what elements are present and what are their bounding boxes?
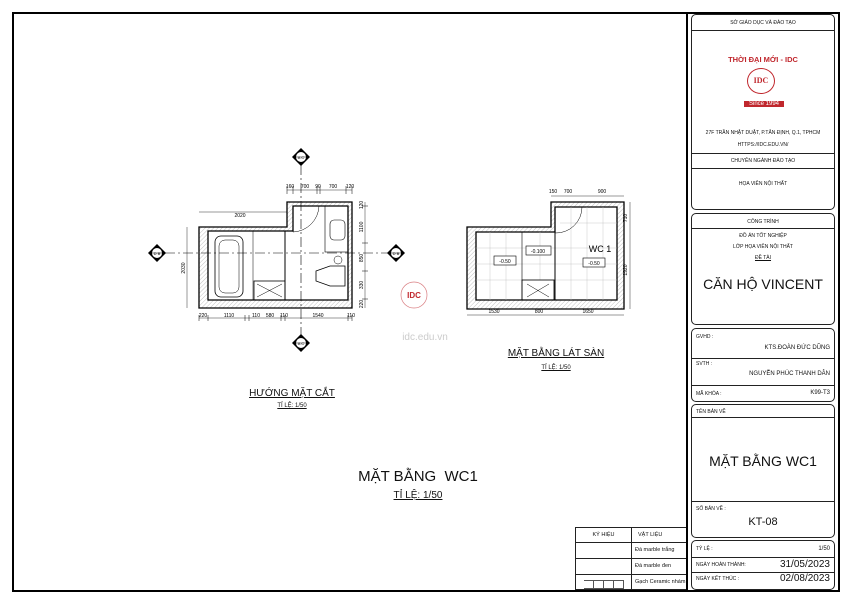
done-label: NGÀY HOÀN THÀNH: [696,562,746,568]
dim: 220 [199,313,208,319]
plan1-scale: TỈ LỆ: 1/50 [277,403,307,409]
done-date: 31/05/2023 [779,559,830,570]
watermark-text: idc.edu.vn [402,332,448,343]
major-label: CHUYÊN NGÀNH ĐÀO TẠO [730,158,796,164]
dim: 1920 [623,264,629,275]
gvhd: KTS.ĐOÀN ĐỨC DŨNG [764,345,830,351]
course-label: MÃ KHÓA : [696,391,722,397]
door-swing [292,205,320,233]
title-block [686,12,840,592]
course: K99-T3 [810,390,830,396]
svth: NGUYỄN PHÚC THANH DÂN [749,371,830,377]
svg-text:IDC: IDC [407,291,421,300]
axis-label: A C [298,341,305,346]
website: HTTPS://IDC.EDU.VN/ [737,142,789,148]
topic-label: ĐỀ TÀI [754,255,772,261]
dim: 700 [301,184,310,190]
drawing-name: MẶT BẰNG WC1 [709,453,817,469]
dim: 110 [252,313,260,319]
dim: 110 [280,313,288,319]
axis-label: D B [154,251,161,256]
plan-lat-san [466,195,631,316]
dates-box: TỶ LỆ : 1/50 NGÀY HOÀN THÀNH: 31/05/2023… [691,540,835,590]
project-box: CÔNG TRÌNH ĐỒ ÁN TỐT NGHIỆP LỚP HỌA VIÊN… [691,213,835,325]
plan2-scale: TỈ LỆ: 1/50 [541,365,571,371]
legend-row: Gạch Ceramic nhám [635,579,686,585]
drawing-no: KT-08 [748,516,778,528]
drawing-no-label: SỐ BẢN VẼ : [696,506,726,512]
sink [324,205,349,253]
toilet [315,265,346,287]
axis-label: A C [298,155,305,160]
dim: 330 [359,281,365,290]
drawing-frame [12,12,840,592]
main-scale: TỈ LỆ: 1/50 [393,490,443,501]
main-title: MẶT BẰNG WC1 [358,468,478,485]
floor-level: -0.50 [588,261,600,267]
dim: 2030 [181,262,187,273]
legend-row: Đá marble trắng [635,547,675,553]
axis-label: D B [393,251,400,256]
idc-logo: IDC [747,68,775,94]
dim: 120 [359,201,365,210]
dim: 90 [315,184,321,190]
dim: 850 [359,254,365,263]
legend-header-material: VẬT LIỆU [638,532,663,538]
class: LỚP HỌA VIÊN NỘI THẤT [733,244,793,250]
gvhd-label: GVHD : [696,334,714,340]
dim: 1650 [582,309,593,315]
plan-hướng-mat-cat [165,165,390,340]
dim: 700 [564,189,573,195]
school-box: SỞ GIÁO DỤC VÀ ĐÀO TẠO THỜI ĐẠI MỚI - ID… [691,14,835,210]
dim: 710 [623,214,629,223]
dim: 800 [535,309,544,315]
dim: 160 [286,184,295,190]
scale: 1/50 [818,546,830,552]
dim: 2020 [234,213,245,219]
school-name: THỜI ĐẠI MỚI - IDC [728,55,798,64]
address: 27F TRẦN NHẬT DUẬT, P.TÂN ĐỊNH, Q.1, TPH… [705,130,821,136]
svth-label: SVTH : [696,361,713,367]
dim: 580 [266,313,275,319]
dim: 1530 [488,309,499,315]
bathtub [214,235,244,298]
drawing-name-box: TÊN BẢN VẼ MẶT BẰNG WC1 SỐ BẢN VẼ : KT-0… [691,404,835,538]
dim: 900 [598,189,607,195]
legend-row: Đá marble đen [635,563,672,569]
drawing-name-label: TÊN BẢN VẼ [696,409,726,415]
major: HỌA VIÊN NỘI THẤT [738,181,788,187]
floor-level: -0.100 [531,249,545,255]
dim: 110 [347,313,355,319]
plan2-title: MẶT BẰNG LÁT SÀN [507,348,605,359]
plan1-title: HƯỚNG MẶT CẮT [249,388,335,399]
plan1-dimensions: 160 700 90 700 120 2020 2030 120 1100 85… [181,184,365,319]
dim: 700 [329,184,338,190]
dim: 220 [359,300,365,309]
legend-header-symbol: KÝ HIỆU [592,532,615,538]
dim: 1100 [359,221,365,232]
dim: 1540 [312,313,323,319]
floor-level: -0.50 [499,259,511,265]
dim: 1110 [224,313,235,319]
dim: 120 [346,184,355,190]
room-label: WC 1 [589,244,612,254]
project-label: CÔNG TRÌNH [747,219,779,225]
ceramic-swatch [584,580,624,589]
end-label: NGÀY KẾT THÚC : [696,576,740,582]
dim: 150 [549,189,558,195]
scale-label: TỶ LỆ : [696,546,713,552]
since-badge: Since 1994 [744,101,784,107]
dept: SỞ GIÁO DỤC VÀ ĐÀO TẠO [730,20,796,26]
end-date: 02/08/2023 [779,573,830,584]
watermark-logo: IDC [400,281,428,309]
topic: CĂN HỘ VINCENT [703,276,823,292]
people-box: GVHD : KTS.ĐOÀN ĐỨC DŨNG SVTH : NGUYỄN P… [691,328,835,402]
drawing-canvas: A C A C D B D B 160 700 90 700 120 2020 … [147,147,631,353]
material-legend: KÝ HIỆU VẬT LIỆU Đá marble trắng Đá marb… [575,527,687,590]
project-type: ĐỒ ÁN TỐT NGHIỆP [739,233,787,239]
